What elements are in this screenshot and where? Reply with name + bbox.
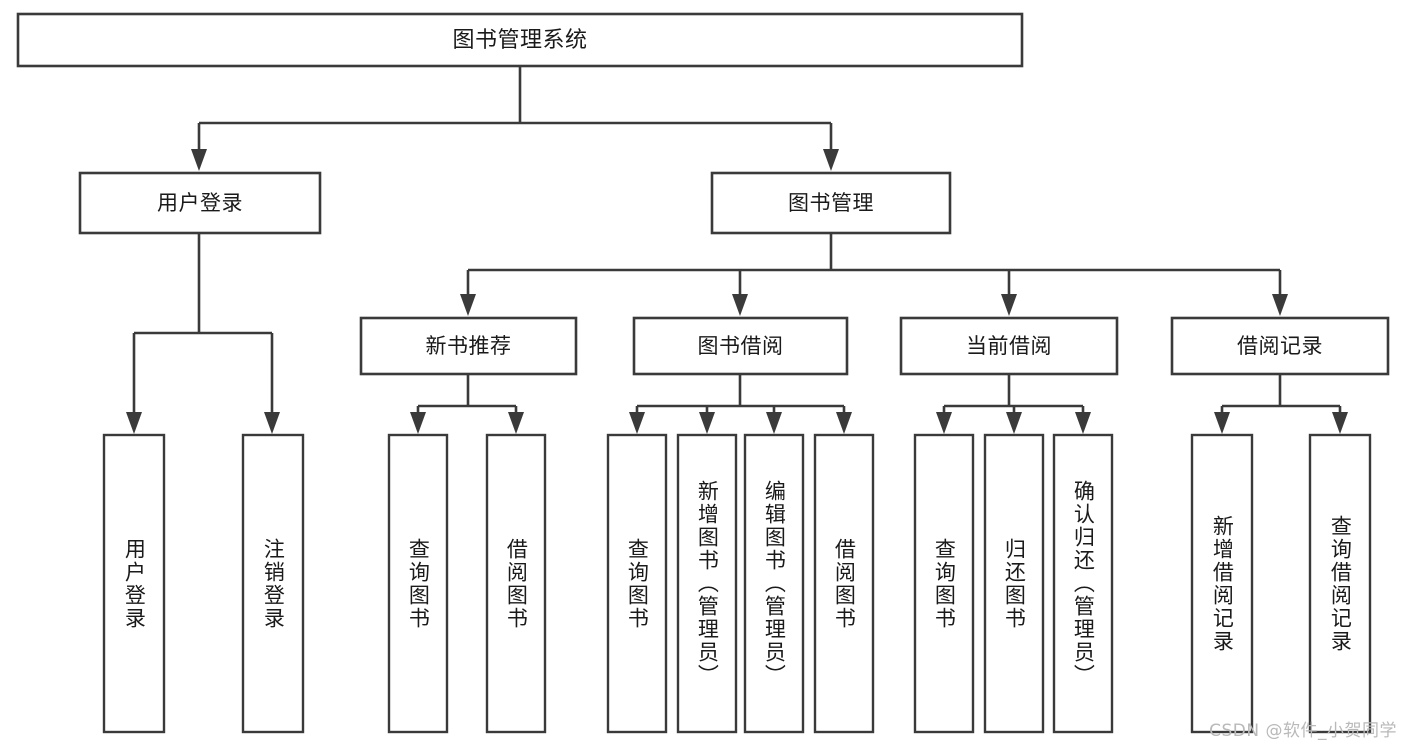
node-box-leaf-rec-query-book[interactable]: [387, 433, 449, 734]
node-box-leaf-bb-edit-book[interactable]: [743, 433, 805, 734]
arrowhead-icon: [823, 149, 839, 171]
arrowhead-icon: [460, 294, 476, 316]
node-label-borrow-record: 借阅记录: [1237, 334, 1323, 358]
arrowhead-icon: [1006, 412, 1022, 434]
arrowhead-icon: [264, 412, 280, 434]
node-box-leaf-cb-query-book[interactable]: [913, 433, 975, 734]
watermark: CSDN @软件_小贺同学: [1209, 721, 1397, 741]
node-box-current-borrow[interactable]: [899, 316, 1119, 376]
node-box-new-book-rec[interactable]: [359, 316, 578, 376]
node-box-root[interactable]: [16, 12, 1024, 68]
node-box-leaf-user-logout[interactable]: [241, 433, 305, 734]
arrowhead-icon: [1272, 294, 1288, 316]
arrowhead-icon: [508, 412, 524, 434]
node-box-leaf-cb-confirm-return[interactable]: [1052, 433, 1114, 734]
node-box-leaf-bb-query-book[interactable]: [606, 433, 668, 734]
node-box-leaf-br-add-record[interactable]: [1190, 433, 1254, 734]
arrowhead-icon: [836, 412, 852, 434]
node-label-current-borrow: 当前借阅: [966, 334, 1052, 358]
node-box-book-manage[interactable]: [710, 171, 952, 235]
arrowhead-icon: [410, 412, 426, 434]
node-label-book-borrow: 图书借阅: [698, 334, 784, 358]
arrowhead-icon: [1001, 294, 1017, 316]
node-label-book-manage: 图书管理: [788, 191, 874, 215]
node-box-book-borrow[interactable]: [632, 316, 849, 376]
arrowhead-icon: [1214, 412, 1230, 434]
node-box-user-login[interactable]: [78, 171, 322, 235]
arrowhead-icon: [936, 412, 952, 434]
node-box-leaf-bb-borrow-book[interactable]: [813, 433, 875, 734]
node-box-layer: [16, 12, 1390, 734]
node-label-new-book-rec: 新书推荐: [426, 334, 512, 358]
arrowhead-icon: [766, 412, 782, 434]
node-label-root: 图书管理系统: [452, 28, 587, 53]
arrowhead-icon: [1332, 412, 1348, 434]
node-box-leaf-bb-add-book[interactable]: [676, 433, 738, 734]
node-box-leaf-cb-return-book[interactable]: [983, 433, 1045, 734]
node-box-leaf-rec-borrow-book[interactable]: [485, 433, 547, 734]
arrowhead-icon: [699, 412, 715, 434]
node-box-leaf-br-query-record[interactable]: [1308, 433, 1372, 734]
arrowhead-icon: [1075, 412, 1091, 434]
arrowhead-layer: [126, 149, 1348, 434]
arrowhead-icon: [629, 412, 645, 434]
node-box-leaf-user-login[interactable]: [102, 433, 166, 734]
node-box-borrow-record[interactable]: [1170, 316, 1390, 376]
arrowhead-icon: [732, 294, 748, 316]
node-label-user-login: 用户登录: [157, 191, 243, 215]
arrowhead-icon: [191, 149, 207, 171]
arrowhead-icon: [126, 412, 142, 434]
